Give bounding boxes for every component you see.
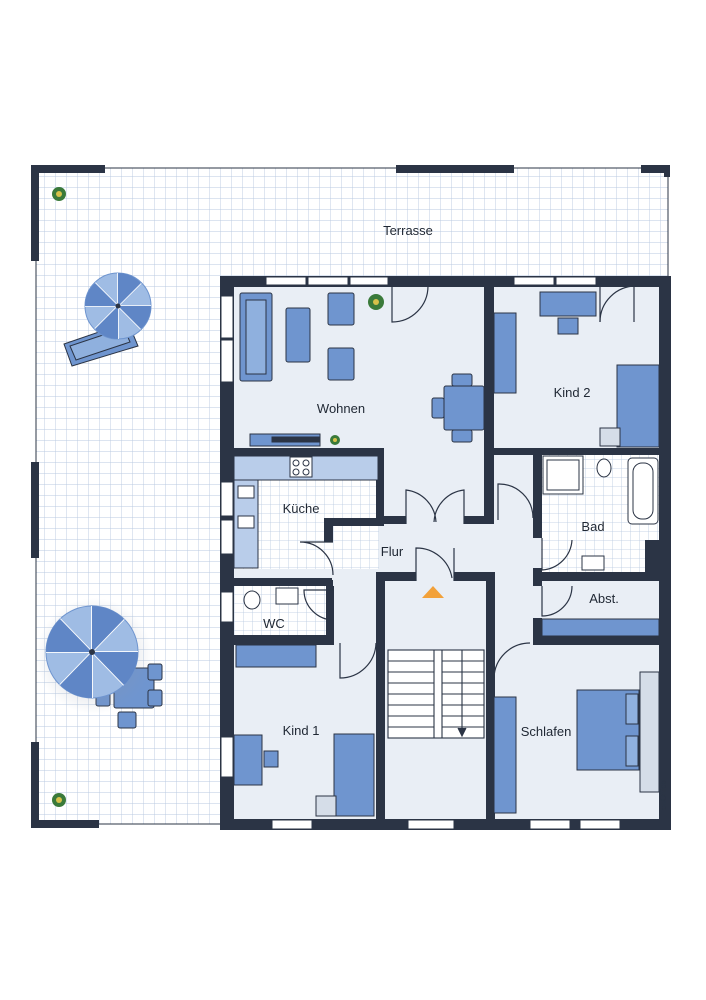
storage-shelf — [541, 618, 660, 637]
plant-icon — [368, 294, 384, 310]
brand-logo: onOffice — [659, 780, 668, 810]
parasol-1-icon — [84, 272, 152, 340]
doors — [299, 285, 637, 679]
wc-furniture — [243, 587, 299, 610]
kind2-furniture — [493, 291, 660, 448]
parasol-2-icon — [36, 598, 152, 714]
room-label-terrasse: Terrasse — [383, 223, 433, 238]
room-label-schlafen: Schlafen — [521, 724, 572, 739]
plant-icon — [52, 793, 66, 807]
kind1-furniture — [233, 644, 375, 817]
plant-icon — [330, 435, 340, 445]
staircase — [387, 649, 485, 739]
bath-furniture — [542, 455, 659, 571]
room-label-wc: WC — [263, 616, 285, 631]
room-label-abst: Abst. — [589, 591, 619, 606]
room-label-kind2: Kind 2 — [554, 385, 591, 400]
room-label-bad: Bad — [581, 519, 604, 534]
room-label-flur: Flur — [381, 544, 404, 559]
bedroom-furniture — [493, 671, 660, 814]
entrance-arrow-icon — [422, 586, 444, 598]
room-label-wohnen: Wohnen — [317, 401, 365, 416]
kitchen-furniture — [233, 455, 379, 569]
plant-icon — [52, 187, 66, 201]
room-label-kueche: Küche — [283, 501, 320, 516]
room-label-kind1: Kind 1 — [283, 723, 320, 738]
living-furniture — [239, 292, 485, 447]
windows — [220, 276, 621, 830]
brand-logo-text: onOffice — [659, 780, 668, 810]
